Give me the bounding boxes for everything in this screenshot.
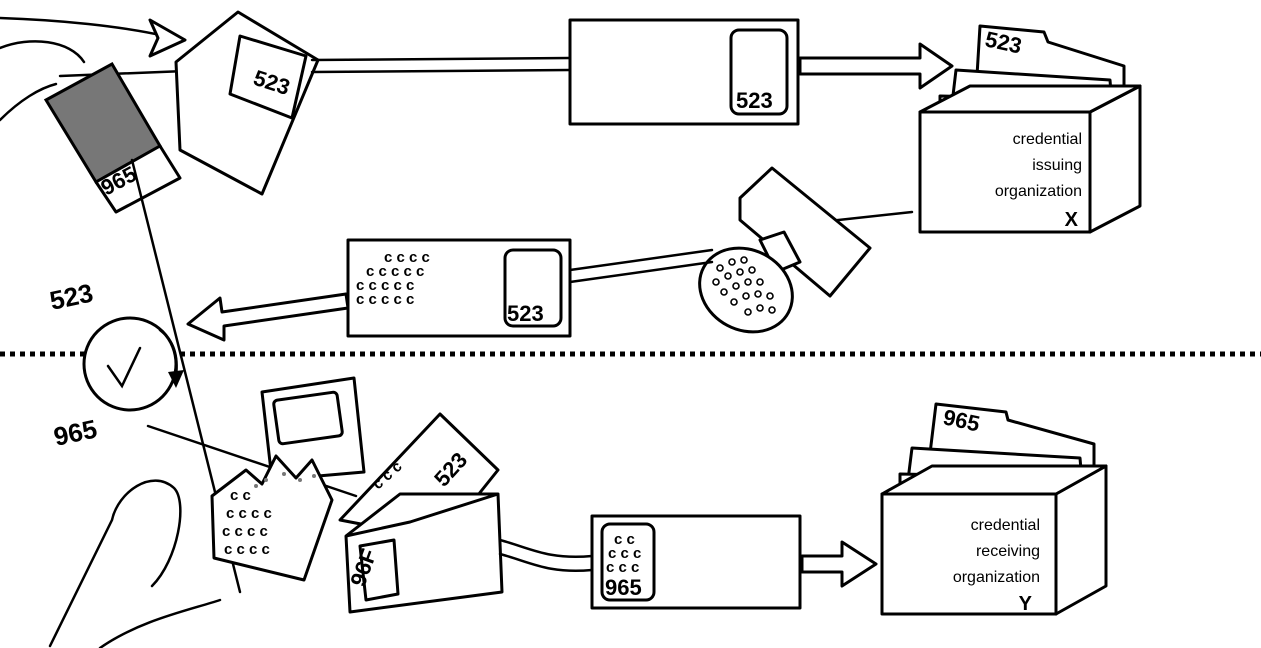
signed-marks-row1: c c c c [384,249,430,266]
stamp-to-envelope-connector [568,248,714,284]
arrow-to-issuing [798,42,954,90]
issuing-section: 965 523 523 523 [0,10,1142,342]
signed-marks-row3: c c c c c [356,277,414,294]
torn-stub-marks1: c c [230,487,251,504]
clock-below-number: 965 [51,414,100,452]
receiving-line1: credential [971,517,1040,534]
clock-above-number: 523 [47,278,96,316]
receiving-section: c c c c c c c c c c c c c c c c c 523 96… [48,376,1108,648]
issuing-letter: X [1065,209,1079,231]
signed-marks-row4: c c c c c [356,291,414,308]
receiving-line3: organization [953,569,1040,586]
stub-card: 965 [43,61,182,214]
signed-marks-row2: c c c c c [366,263,424,280]
signed-envelope: 523 c c c c c c c c c c c c c c c c c c … [346,238,572,338]
bottom-marks3: c c c [606,559,639,576]
arrow-to-clock [186,292,350,342]
receiving-file-box: 965 credential receiving organization Y [880,402,1108,616]
issuing-line2: issuing [1032,157,1082,174]
bottom-envelope-number: 965 [605,575,642,600]
signature-stamp [698,166,872,334]
envelope-connector-bottom [498,538,594,572]
issuing-line1: credential [1013,131,1082,148]
stamp-dots [712,256,776,316]
bottom-marks1: c c [614,531,635,548]
receiving-letter: Y [1019,593,1033,615]
receiving-line2: receiving [976,543,1040,560]
receiving-envelope: 96F [344,492,504,614]
torn-stub-marks2: c c c c [226,505,272,522]
plain-envelope: 523 [568,18,800,126]
issuing-file-box: 523 credential issuing organization X [918,24,1142,234]
torn-stub-marks3: c c c c [222,523,268,540]
clock-section: 523 965 [0,158,1261,594]
bottom-marks2: c c c [608,545,641,562]
clock-icon [82,316,184,412]
card-to-envelope-connector [310,56,572,74]
incoming-curved-arrow [0,16,187,58]
arrow-to-receiving [800,540,878,588]
torn-stub-marks4: c c c c [224,541,270,558]
issuing-line3: organization [995,183,1082,200]
hand-top [0,40,86,122]
torn-stub-card: c c c c c c c c c c c c c c [210,376,366,582]
plain-envelope-number: 523 [736,88,773,113]
torn-dots [254,472,316,488]
credential-card: 523 [174,10,320,196]
signed-envelope-bottom: c c c c c c c c 965 [590,514,802,610]
signed-envelope-number: 523 [507,301,544,326]
hand-bottom [48,479,222,648]
